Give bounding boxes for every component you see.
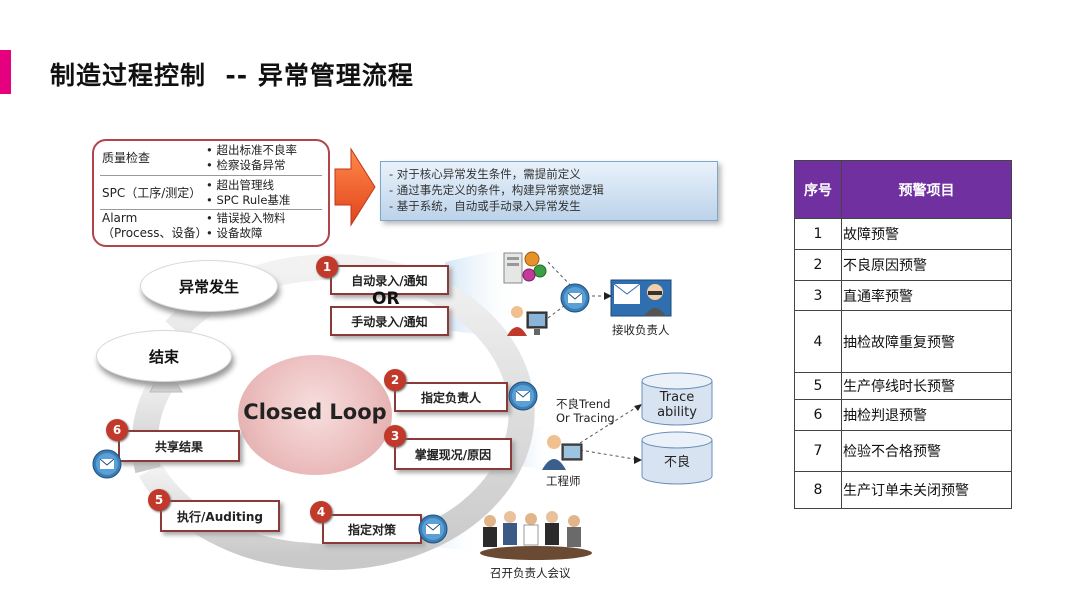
row-index: 8 — [795, 472, 842, 509]
closed-loop-label: Closed Loop — [230, 400, 400, 424]
row-item: 生产停线时长预警 — [842, 373, 1012, 400]
step-investigate: 掌握现况/原因 — [394, 438, 512, 470]
column-header-index: 序号 — [795, 161, 842, 219]
step-share-results: 共享结果 — [118, 430, 240, 462]
step-number-badge: 4 — [310, 501, 332, 523]
mail-icon — [560, 283, 590, 313]
step-countermeasure: 指定对策 — [322, 514, 422, 544]
connector — [580, 450, 640, 460]
trend-label: 不良Trend Or Tracing — [556, 397, 615, 425]
row-index: 3 — [795, 281, 842, 311]
row-index: 2 — [795, 250, 842, 281]
alert-items-table: 序号 预警项目 1 故障预警 2 不良原因预警 3 直通率预警 4 抽检故障重复… — [794, 160, 1012, 509]
table-row: 3 直通率预警 — [795, 281, 1012, 311]
receiver-label: 接收负责人 — [612, 322, 670, 338]
column-header-item: 预警项目 — [842, 161, 1012, 219]
table-row: 1 故障预警 — [795, 219, 1012, 250]
row-item: 抽检故障重复预警 — [842, 311, 1012, 373]
row-item: 故障预警 — [842, 219, 1012, 250]
step-assign-owner: 指定负责人 — [394, 382, 508, 412]
row-item: 直通率预警 — [842, 281, 1012, 311]
step-number-badge: 5 — [148, 489, 170, 511]
defect-label: 不良 — [640, 455, 714, 470]
row-item: 生产订单未关闭预警 — [842, 472, 1012, 509]
step-number-badge: 1 — [316, 256, 338, 278]
mail-icon — [508, 381, 538, 411]
table-row: 7 检验不合格预警 — [795, 431, 1012, 472]
row-index: 4 — [795, 311, 842, 373]
receiver-person-icon — [610, 276, 672, 318]
row-item: 抽检判退预警 — [842, 400, 1012, 431]
step-number-badge: 3 — [384, 425, 406, 447]
step-execute-audit: 执行/Auditing — [160, 500, 280, 532]
row-item: 检验不合格预警 — [842, 431, 1012, 472]
row-index: 6 — [795, 400, 842, 431]
start-oval: 异常发生 — [140, 260, 278, 312]
table-row: 8 生产订单未关闭预警 — [795, 472, 1012, 509]
table-header-row: 序号 预警项目 — [795, 161, 1012, 219]
table-row: 2 不良原因预警 — [795, 250, 1012, 281]
table-row: 4 抽检故障重复预警 — [795, 311, 1012, 373]
end-oval: 结束 — [96, 330, 232, 382]
mail-icon — [92, 449, 122, 479]
row-index: 7 — [795, 431, 842, 472]
engineer-label: 工程师 — [546, 473, 581, 489]
table-row: 6 抽检判退预警 — [795, 400, 1012, 431]
traceability-label: Trace ability — [640, 390, 714, 420]
meeting-label: 召开负责人会议 — [490, 565, 571, 581]
mail-icon — [418, 514, 448, 544]
meeting-people-icon — [476, 507, 594, 561]
step-manual-entry: 手动录入/通知 — [330, 306, 449, 336]
row-item: 不良原因预警 — [842, 250, 1012, 281]
row-index: 1 — [795, 219, 842, 250]
table-row: 5 生产停线时长预警 — [795, 373, 1012, 400]
row-index: 5 — [795, 373, 842, 400]
person-computer-icon — [505, 302, 551, 342]
engineer-icon — [540, 432, 584, 472]
step-number-badge: 2 — [384, 369, 406, 391]
server-gear-icon — [500, 247, 550, 287]
step-number-badge: 6 — [106, 419, 128, 441]
